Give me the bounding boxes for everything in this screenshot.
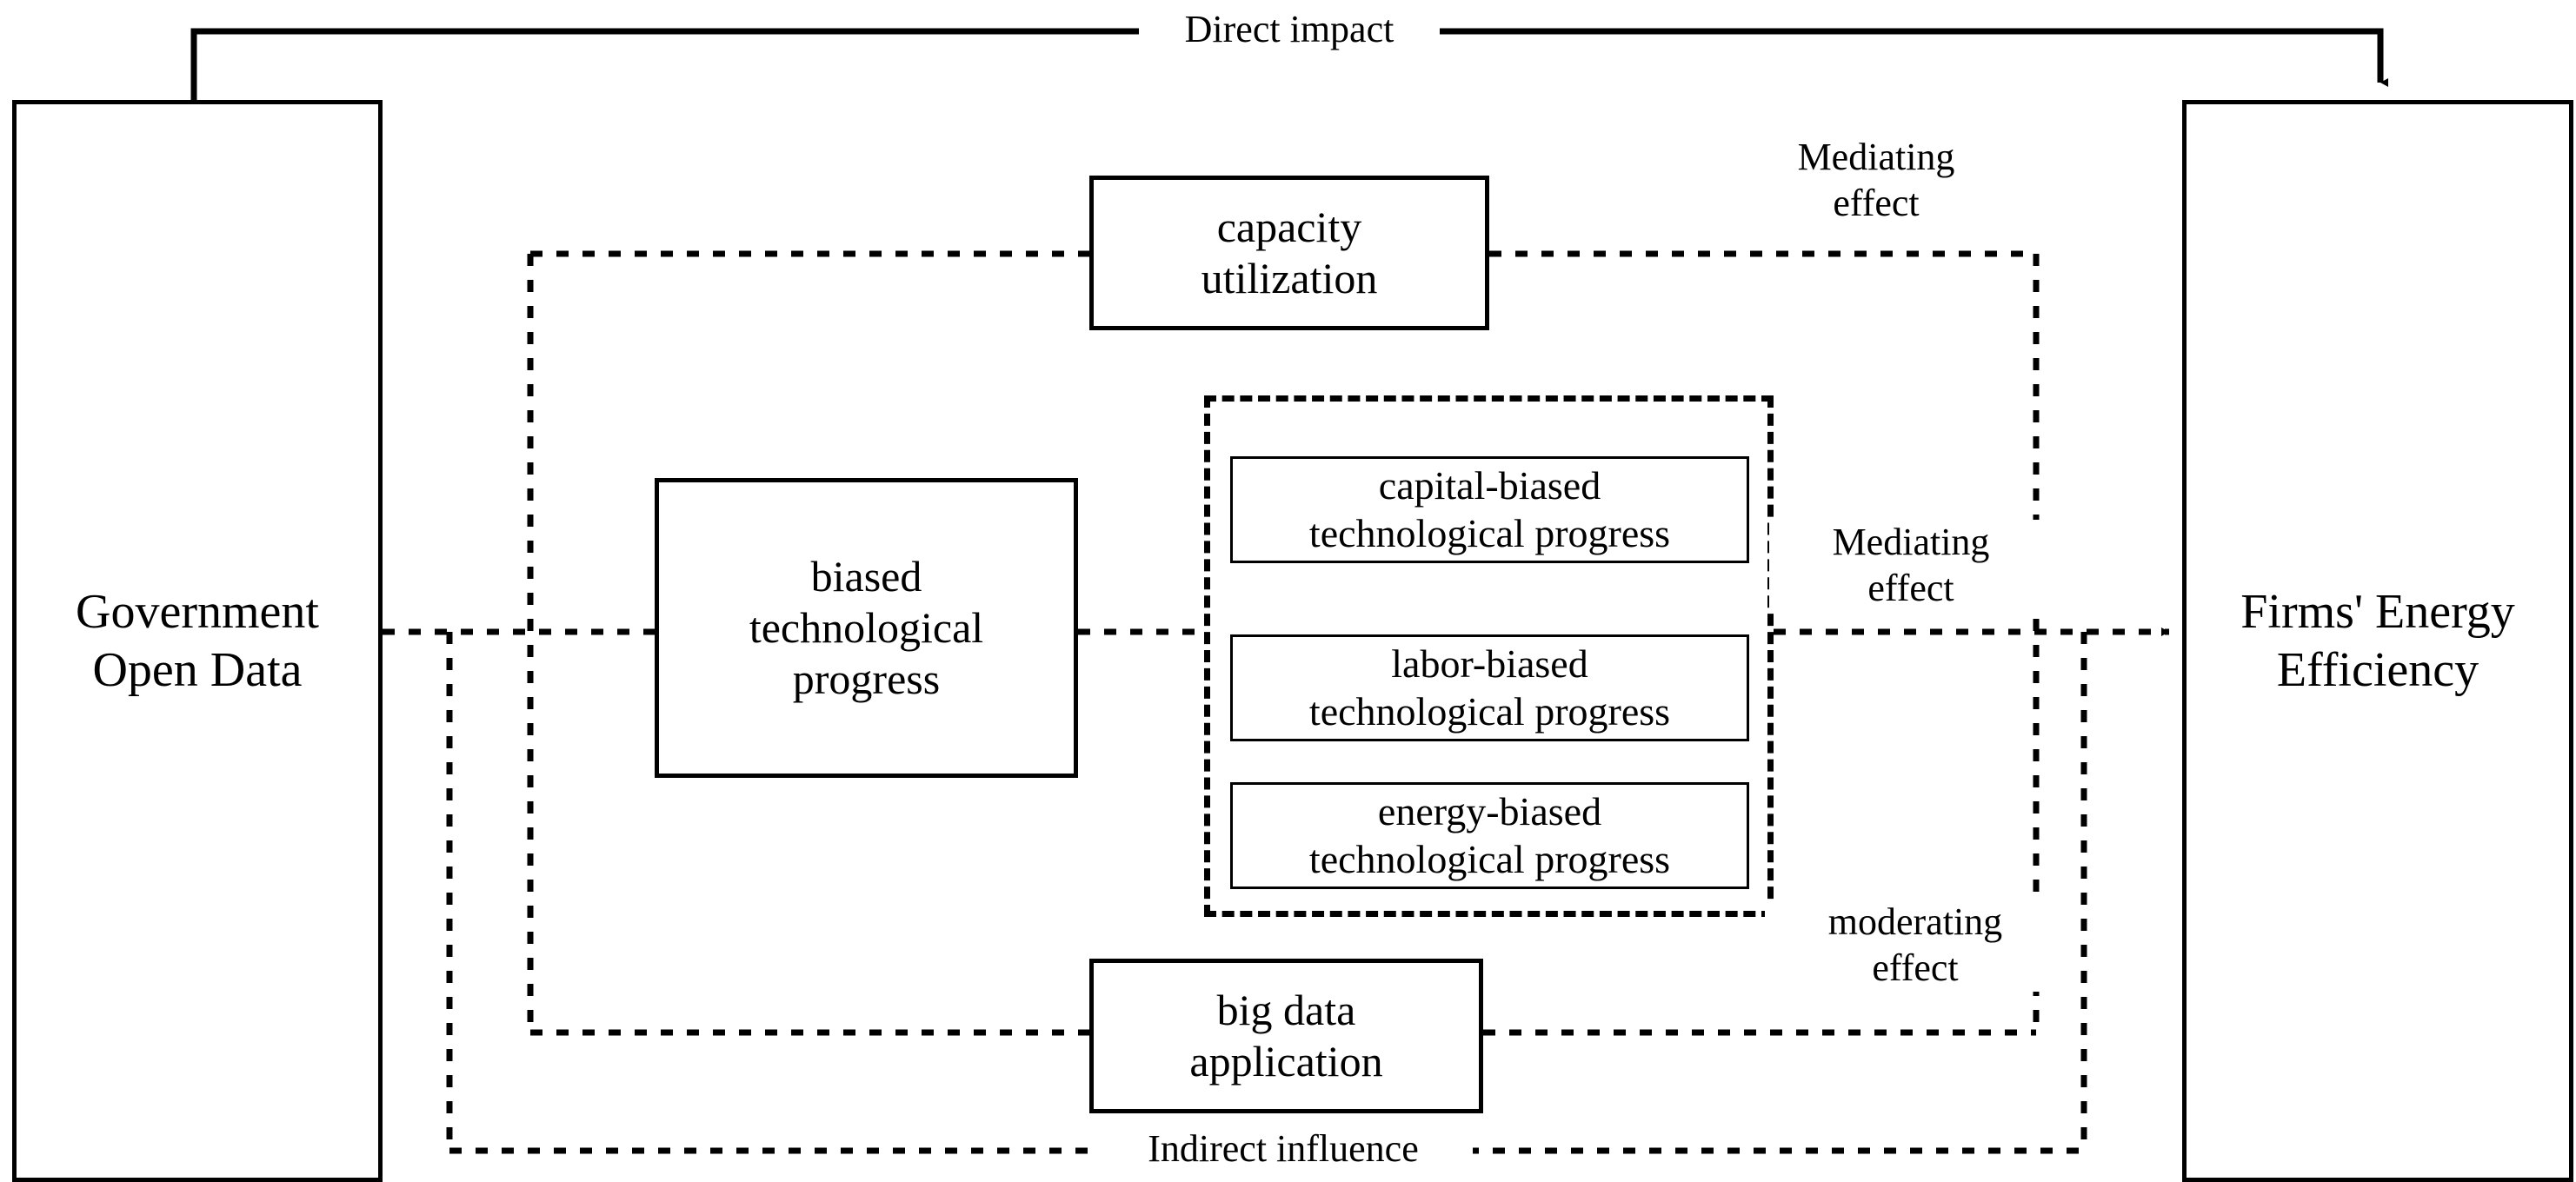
- node-government-open-data[interactable]: Government Open Data: [12, 100, 383, 1182]
- label-moderating-effect: moderating effect: [1765, 900, 2066, 992]
- node-biased-technological-progress[interactable]: biased technological progress: [655, 478, 1078, 778]
- node-capacity-utilization[interactable]: capacity utilization: [1089, 176, 1489, 330]
- node-big-data-application[interactable]: big data application: [1089, 959, 1483, 1113]
- label-mediating-effect-capacity: Mediating effect: [1730, 135, 2022, 227]
- biased-progress-group: [1204, 395, 1774, 917]
- label-direct-impact: Direct impact: [1139, 7, 1440, 53]
- node-labor-biased-technological-progress[interactable]: labor-biased technological progress: [1230, 634, 1749, 741]
- node-energy-biased-technological-progress[interactable]: energy-biased technological progress: [1230, 782, 1749, 889]
- label-indirect-influence: Indirect influence: [1094, 1126, 1473, 1172]
- label-mediating-effect-biased: Mediating effect: [1769, 520, 2053, 612]
- node-capital-biased-technological-progress[interactable]: capital-biased technological progress: [1230, 456, 1749, 563]
- node-firms-energy-efficiency[interactable]: Firms' Energy Efficiency: [2182, 100, 2573, 1182]
